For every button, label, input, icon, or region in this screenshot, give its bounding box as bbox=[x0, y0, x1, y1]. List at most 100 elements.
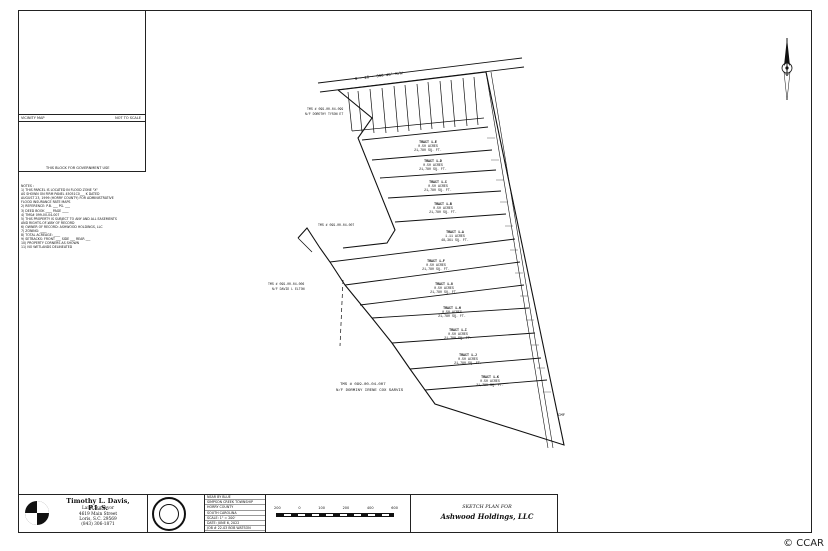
note-line: 9) SETBACKS: FRONT ___ SIDE ___ REAR ___ bbox=[21, 237, 91, 242]
sketch-plan-title: SKETCH PLAN FOR Ashwood Holdings, LLC bbox=[418, 505, 556, 521]
vicinity-map-block: VICINITY MAP NOT TO SCALE THIS BLOCK FOR… bbox=[18, 10, 146, 172]
tract-acres: 0.50 ACRES bbox=[423, 163, 443, 167]
adjoiner-owner-bottom: N/F DORMINY IRENE COX SARVIS bbox=[336, 388, 404, 393]
tract-sqft: 21,780 SQ. FT. bbox=[476, 383, 504, 387]
note-line: FLOOD INSURANCE RATE MAPS bbox=[21, 200, 71, 205]
tract-acres: 1.11 ACRES bbox=[445, 234, 465, 238]
tract-acres: 0.50 ACRES bbox=[418, 144, 438, 148]
tract-name: TRACT 1-K bbox=[481, 375, 499, 379]
surveyor-cell: Timothy L. Davis, P.L.S. Land Surveyor 4… bbox=[18, 495, 148, 533]
tract-acres: 0.50 ACRES bbox=[433, 206, 453, 210]
tract-name: TRACT 1-J bbox=[459, 353, 477, 357]
tract-name: TRACT 1-C bbox=[429, 180, 447, 184]
note-line: AS SHOWN ON FIRM PANEL 45051C0___ K DATE… bbox=[21, 192, 100, 197]
client-name: Ashwood Holdings, LLC bbox=[440, 512, 534, 521]
tract-acres: 0.50 ACRES bbox=[428, 184, 448, 188]
tract-divider-lines bbox=[329, 126, 548, 391]
note-line: AUGUST 23, 1999 (HORRY COUNTY) FOR ADMIN… bbox=[21, 196, 114, 201]
tract-sqft: 21,780 SQ. FT. bbox=[430, 290, 458, 294]
surveyor-address-line2: Loris, S.C. 29569 bbox=[79, 517, 117, 522]
info-line: SCALE: 1" = 200' bbox=[205, 516, 265, 522]
drawing-sheet-border bbox=[18, 10, 812, 533]
adjoiner-owner-top: N/F DOROTHY TYSON ET bbox=[305, 112, 343, 116]
surveyor-logo-icon bbox=[25, 501, 49, 525]
note-line: 3) DEED BOOK ____ PAGE ____ bbox=[21, 208, 69, 213]
tract-sqft: 21,780 SQ. FT. bbox=[424, 188, 452, 192]
surveyor-title: Land Surveyor bbox=[81, 506, 115, 511]
vicinity-map-caption-bar bbox=[18, 114, 146, 122]
info-line: NEAR BY BLUE bbox=[205, 495, 265, 501]
frontage-lots bbox=[347, 76, 485, 134]
note-line: AND RIGHTS-OF-WAY OF RECORD bbox=[21, 220, 75, 225]
adjoiner-tms-mid: TMS # 099-00-04-007 bbox=[318, 223, 354, 227]
graphic-scale-bar bbox=[276, 513, 394, 517]
tract-acres: 0.50 ACRES bbox=[426, 263, 446, 267]
tract-acres: 0.50 ACRES bbox=[448, 332, 468, 336]
tract-sqft: 21,780 SQ. FT. bbox=[429, 210, 457, 214]
tract-name: TRACT 1-I bbox=[449, 328, 467, 332]
note-line: 6) OWNER OF RECORD: ASHWOOD HOLDINGS, LL… bbox=[21, 224, 103, 229]
scale-tick-label: 600 bbox=[391, 506, 398, 510]
survey-notes: NOTES : 1) THIS PARCEL IS LOCATED IN FLO… bbox=[21, 184, 131, 250]
road-right-of-way: S - 26 - 396 45' R/W bbox=[317, 57, 525, 93]
notes-heading: NOTES : bbox=[21, 184, 34, 188]
boundary-dimension-marks bbox=[487, 137, 551, 393]
vicinity-scale-note: NOT TO SCALE bbox=[115, 116, 141, 120]
scale-tick-label: 200 bbox=[274, 506, 281, 510]
sketch-plan-label: SKETCH PLAN FOR bbox=[462, 505, 512, 510]
tract-sqft: 21,780 SQ. FT. bbox=[414, 148, 442, 152]
road-label: S - 26 - 396 45' R/W bbox=[355, 71, 404, 82]
surveyor-address-line1: 4619 Main Street bbox=[78, 512, 118, 517]
tract-name: TRACT 1-H bbox=[443, 306, 461, 310]
tract-acres: 0.50 ACRES bbox=[434, 286, 454, 290]
title-block: Timothy L. Davis, P.L.S. Land Surveyor 4… bbox=[18, 494, 558, 533]
surveyor-phone: (843) 306-1871 bbox=[81, 522, 115, 527]
adjoiner-tms-bottom: TMS # 099-00-04-007 bbox=[340, 383, 386, 387]
tract-sqft: 21,780 SQ. FT. bbox=[438, 314, 466, 318]
note-line: 8) TOTAL ACREAGE: ____ bbox=[21, 233, 61, 238]
tract-sqft: 21,780 SQ. FT. bbox=[422, 267, 450, 271]
surveyor-seal-icon bbox=[152, 497, 186, 531]
scale-tick-label: 400 bbox=[366, 506, 374, 510]
iron-found-label: CMF bbox=[558, 414, 566, 418]
tract-name: TRACT 1-A bbox=[446, 230, 464, 234]
info-line: JOB # 22-03 BOB WATSON bbox=[205, 526, 265, 532]
surveyor-name: Timothy L. Davis, P.L.S. bbox=[66, 497, 130, 512]
adjoiner-owner-left: N/F DAVID L ELTON bbox=[272, 287, 305, 291]
note-line: 10) PROPERTY CORNERS AS SHOWN bbox=[21, 241, 80, 246]
info-line: DATE: JUNE 6, 2022 bbox=[205, 521, 265, 527]
tract-acres: 0.50 ACRES bbox=[458, 357, 478, 361]
government-use-note: THIS BLOCK FOR GOVERNMENT USE bbox=[46, 166, 110, 170]
tract-sqft: 21,780 SQ. FT. bbox=[444, 336, 472, 340]
note-line: 1) THIS PARCEL IS LOCATED IN FLOOD ZONE … bbox=[21, 188, 98, 193]
vicinity-map-label: VICINITY MAP bbox=[21, 116, 45, 120]
tract-name: TRACT 1-G bbox=[435, 282, 453, 286]
graphic-scale-cell: 200 0 100 200 400 600 bbox=[266, 495, 411, 533]
tract-acres: 0.50 ACRES bbox=[480, 379, 500, 383]
tract-name: TRACT 1-B bbox=[434, 202, 452, 206]
adjoiner-tms-top: TMS # 099-00-04-099 bbox=[307, 107, 343, 111]
note-line: 11) NO WETLANDS DELINEATED bbox=[21, 245, 73, 250]
adjoiner-tms-left: TMS # 099-00-04-006 bbox=[268, 282, 304, 286]
tract-acres: 0.50 ACRES bbox=[442, 310, 462, 314]
info-line: SOUTH CAROLINA bbox=[205, 511, 265, 516]
scale-tick-label: 200 bbox=[342, 506, 350, 510]
tract-sqft: 21,780 SQ. FT. bbox=[454, 361, 482, 365]
survey-info-cell: NEAR BY BLUE SIMPSON CREEK TOWNSHIP HORR… bbox=[204, 495, 266, 533]
note-line: 2) REFERENCE: P.B. ___ PG. ___ bbox=[21, 204, 70, 209]
graphic-scale-numbers: 200 0 100 200 400 600 bbox=[274, 506, 398, 510]
tract-sqft: 21,780 SQ. FT. bbox=[419, 167, 447, 171]
note-line: 5) THIS PROPERTY IS SUBJECT TO ANY AND A… bbox=[21, 216, 117, 221]
tract-name: TRACT 1-D bbox=[424, 159, 442, 163]
tract-name: TRACT 1-F bbox=[427, 259, 445, 263]
info-line: HORRY COUNTY bbox=[205, 505, 265, 511]
note-line: 7) ZONING: ____ bbox=[21, 229, 47, 234]
north-arrow-icon bbox=[781, 38, 793, 101]
info-line: SIMPSON CREEK TOWNSHIP bbox=[205, 500, 265, 506]
note-line: 4) TMS# 099-00-04-007 bbox=[21, 212, 60, 217]
parcel-boundary bbox=[297, 71, 565, 449]
tract-name: TRACT 1-E bbox=[419, 140, 437, 144]
tract-sqft: 48,361 SQ. FT. bbox=[441, 238, 469, 242]
scale-tick-label: 0 bbox=[298, 506, 301, 510]
